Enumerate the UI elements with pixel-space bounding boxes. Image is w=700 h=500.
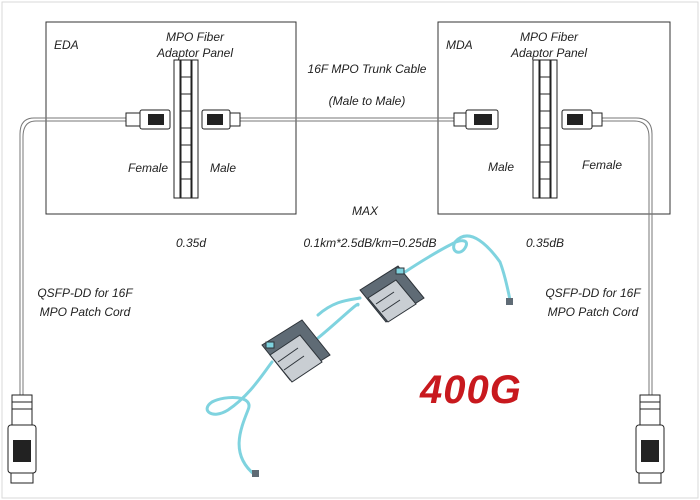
right-patch-cord-2: [600, 120, 650, 395]
qsfp-connector-left: [7, 394, 37, 484]
left-patch-cord: [19, 117, 140, 395]
right-adaptor-panel: [532, 59, 558, 199]
qsfp-connector-right: [635, 394, 665, 484]
eda-label: EDA: [54, 38, 79, 52]
mda-panel-title-1: MPO Fiber: [519, 30, 578, 44]
mda-female-label: Female: [582, 158, 623, 172]
mpo-connector-eda-male: [201, 109, 241, 130]
patch-cord-right-line1: QSFP-DD for 16F: [545, 286, 641, 300]
patch-cord-right-line2: MPO Patch Cord: [547, 305, 639, 319]
patch-cord-left-line1: QSFP-DD for 16F: [37, 286, 133, 300]
left-patch-cord-2: [22, 120, 140, 395]
loss-right: 0.35dB: [526, 236, 565, 250]
speed-label-400g: 400G: [420, 368, 522, 412]
aqua-fiber-cable: [205, 234, 512, 477]
mda-label: MDA: [446, 38, 473, 52]
trunk-cable-subtitle: (Male to Male): [328, 94, 406, 108]
aqua-cable-tip-right: [506, 298, 513, 305]
eda-female-label: Female: [128, 161, 169, 175]
mpo-connector-mda-female: [561, 109, 603, 130]
mda-male-label: Male: [488, 160, 515, 174]
transceiver-module-right: [359, 265, 425, 323]
transceiver-module-left: [261, 319, 331, 383]
eda-panel-title-1: MPO Fiber: [165, 30, 224, 44]
mpo-connector-eda-female: [125, 109, 171, 130]
patch-cord-left-line2: MPO Patch Cord: [39, 305, 131, 319]
mpo-connector-mda-male: [453, 109, 499, 130]
loss-max-formula: 0.1km*2.5dB/km=0.25dB: [303, 236, 437, 250]
eda-male-label: Male: [210, 161, 237, 175]
eda-panel-title-2: Adaptor Panel: [156, 46, 234, 60]
loss-max-title: MAX: [351, 204, 378, 218]
mda-panel-title-2: Adaptor Panel: [510, 46, 588, 60]
trunk-cable-title: 16F MPO Trunk Cable: [307, 62, 427, 76]
loss-left: 0.35d: [176, 236, 207, 250]
right-patch-cord: [600, 117, 653, 395]
aqua-cable-tip-left: [252, 470, 259, 477]
left-adaptor-panel: [173, 59, 199, 199]
